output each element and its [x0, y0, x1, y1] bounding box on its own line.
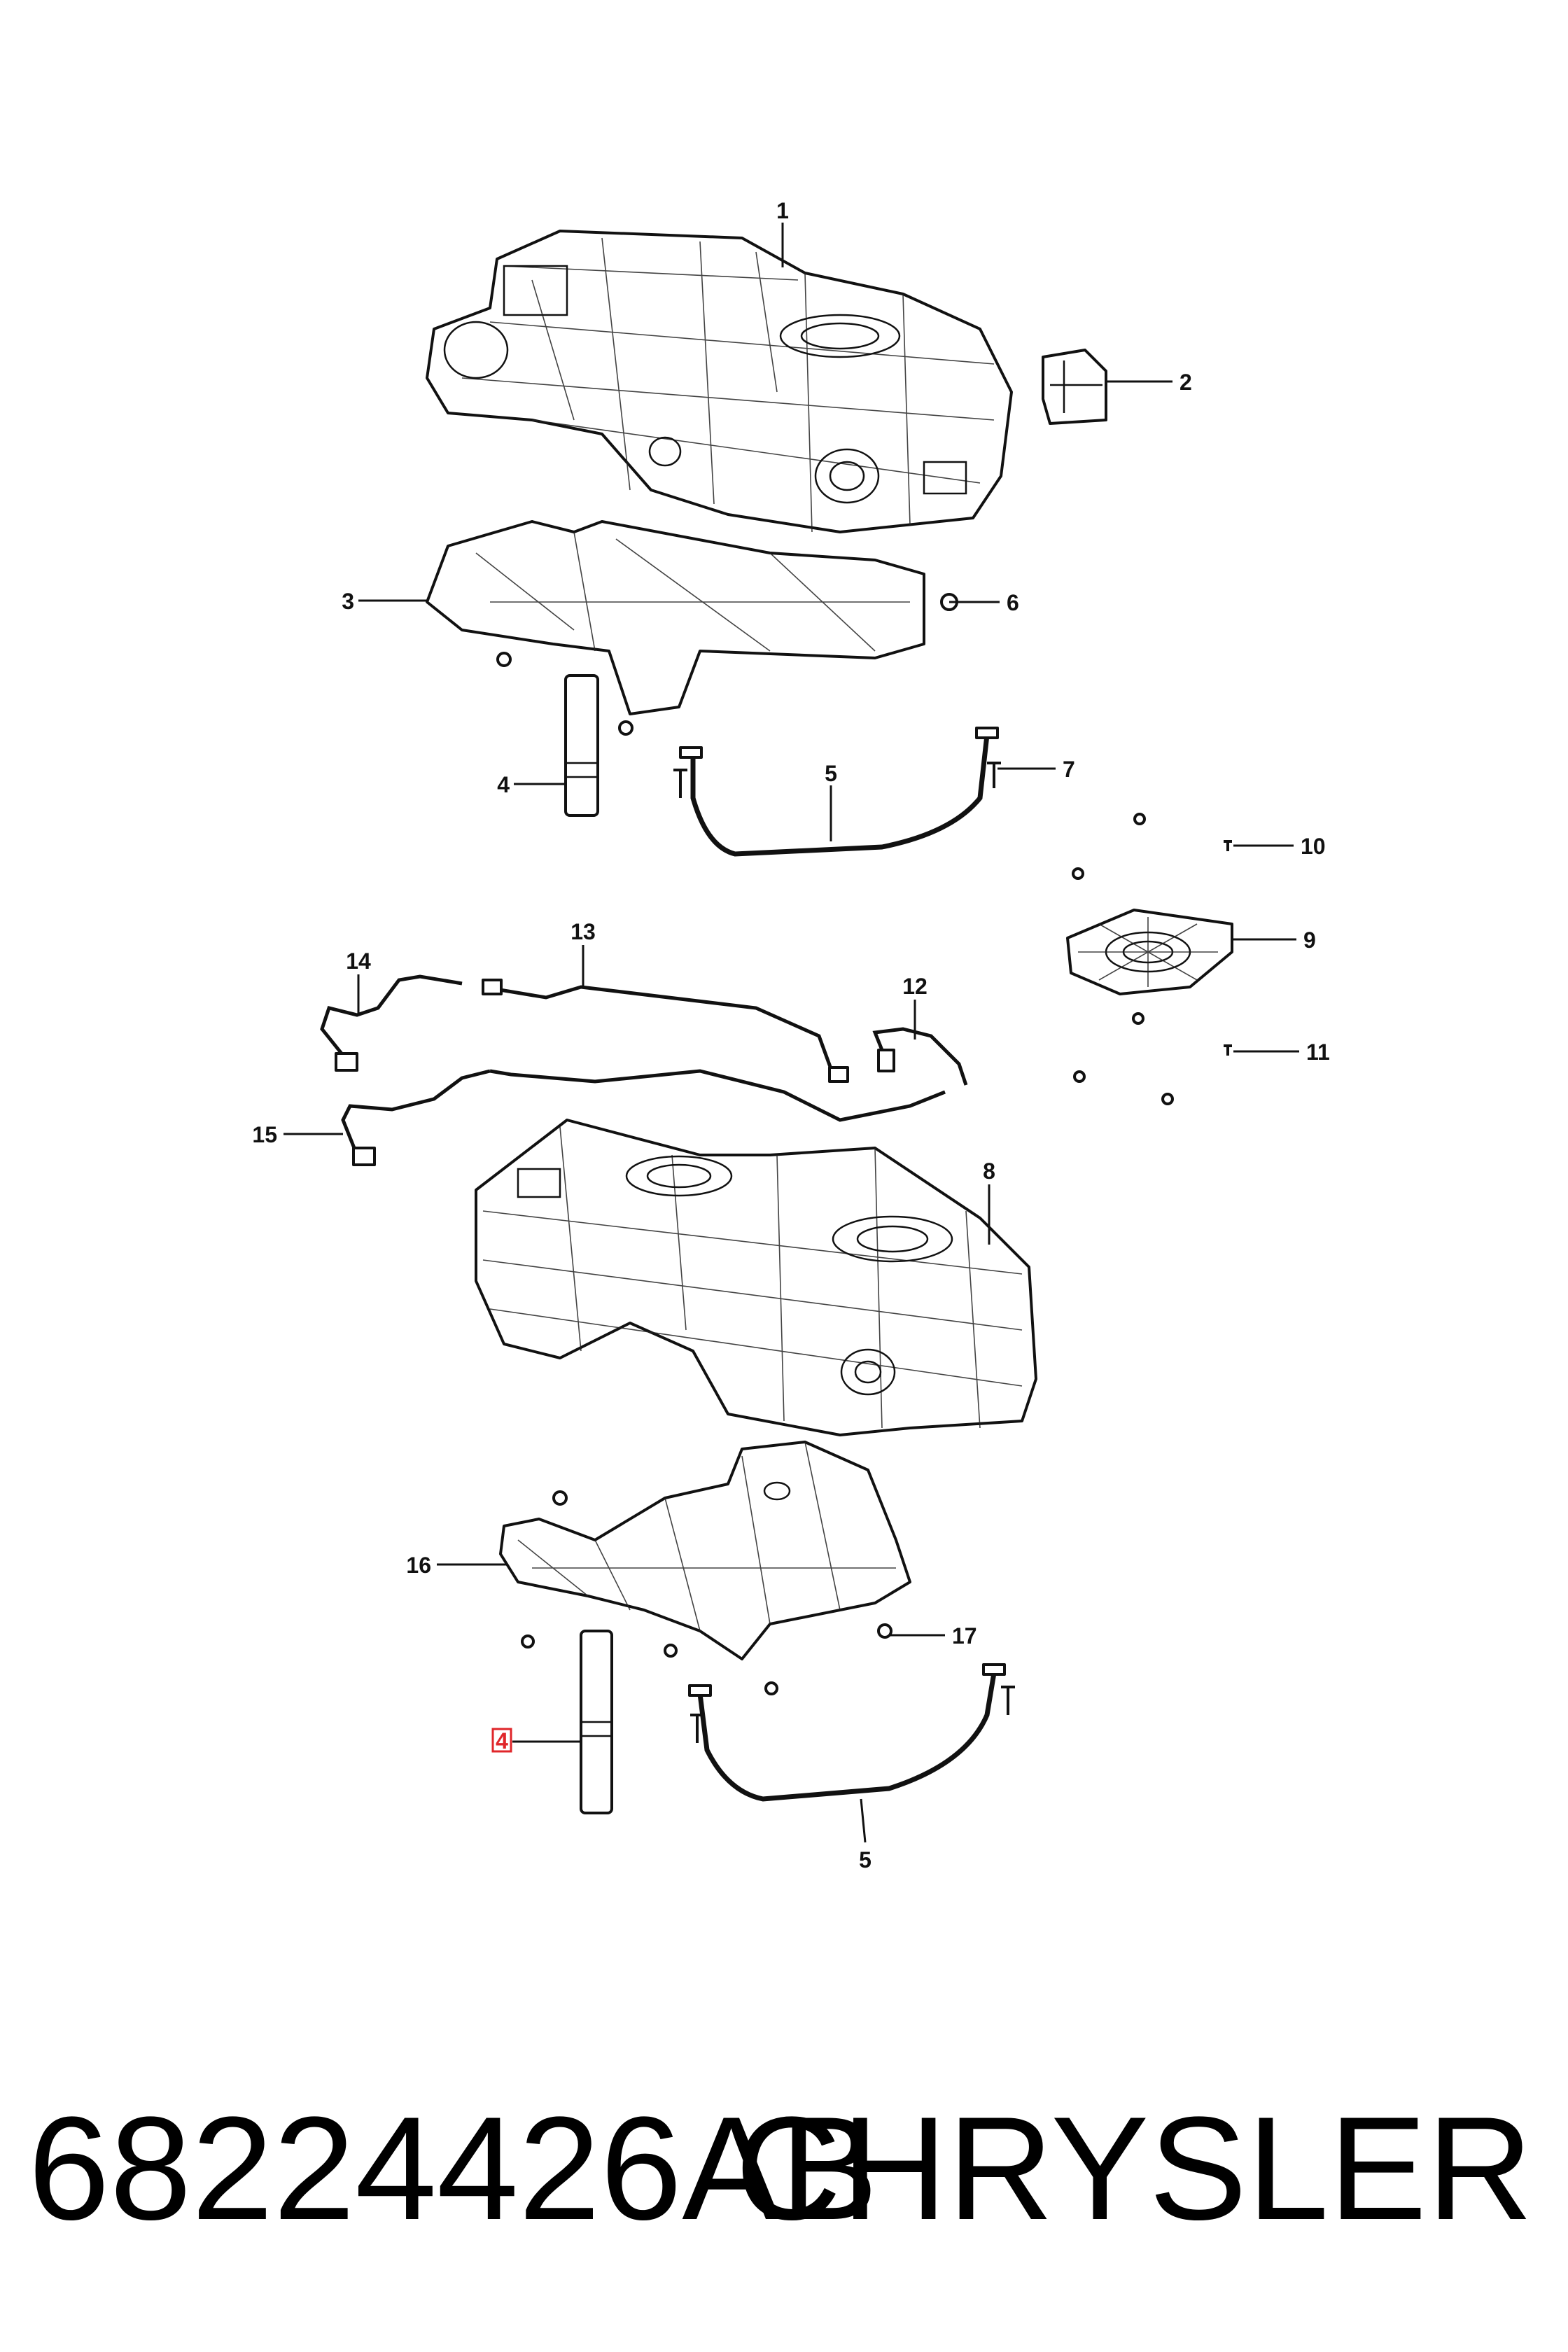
callout-4-upper: 4: [497, 772, 510, 797]
fuel-tank-lower: [475, 1119, 1037, 1436]
tank-strap-lower: [688, 1663, 1006, 1802]
fuel-line-12: [872, 1027, 968, 1086]
callout-labels: 1 2 3 6 4 5 7 10 9 11 13 14 12 15 8 16 1…: [252, 198, 1329, 1872]
fuel-line-13: [482, 979, 849, 1083]
fuel-line-14: [320, 974, 463, 1072]
heat-shield-upper: [426, 520, 925, 715]
heat-shield-lower: [499, 1441, 911, 1660]
bracket-part-2: [1042, 349, 1107, 425]
callout-7: 7: [1063, 757, 1075, 782]
callout-8: 8: [983, 1158, 995, 1184]
tank-strap-upper: [679, 727, 999, 857]
callout-6: 6: [1007, 590, 1019, 615]
callout-9: 9: [1303, 927, 1316, 953]
part-number: 68224426AB: [28, 2086, 878, 2250]
callout-16: 16: [406, 1553, 431, 1578]
access-cover-ring: [1066, 813, 1233, 1105]
callout-11: 11: [1306, 1040, 1330, 1065]
callout-2: 2: [1180, 370, 1192, 395]
footer: 68224426AB CHRYSLER: [28, 2086, 1533, 2250]
callout-5-upper: 5: [825, 761, 837, 786]
fuel-tank-upper: [426, 230, 1013, 533]
fasteners-upper: [496, 593, 1001, 798]
callout-12: 12: [902, 974, 927, 999]
callout-14: 14: [346, 948, 371, 974]
screw-part-10: [1224, 840, 1232, 851]
callout-1: 1: [776, 198, 789, 223]
callout-4-lower: 4: [496, 1728, 508, 1754]
strap-rod-lower: [580, 1630, 613, 1814]
fuel-line-15: [341, 1069, 946, 1166]
highlight-box: [491, 1728, 512, 1753]
callout-15: 15: [252, 1122, 277, 1147]
callout-3: 3: [342, 589, 354, 614]
strap-rod-upper: [564, 674, 599, 817]
screw-part-11: [1224, 1044, 1232, 1056]
callout-5-lower: 5: [859, 1847, 872, 1872]
callout-13: 13: [570, 919, 596, 944]
brand-name: CHRYSLER: [735, 2086, 1533, 2250]
callout-10: 10: [1301, 834, 1326, 859]
leader-lines: [284, 223, 1299, 1843]
callout-17: 17: [952, 1623, 977, 1648]
